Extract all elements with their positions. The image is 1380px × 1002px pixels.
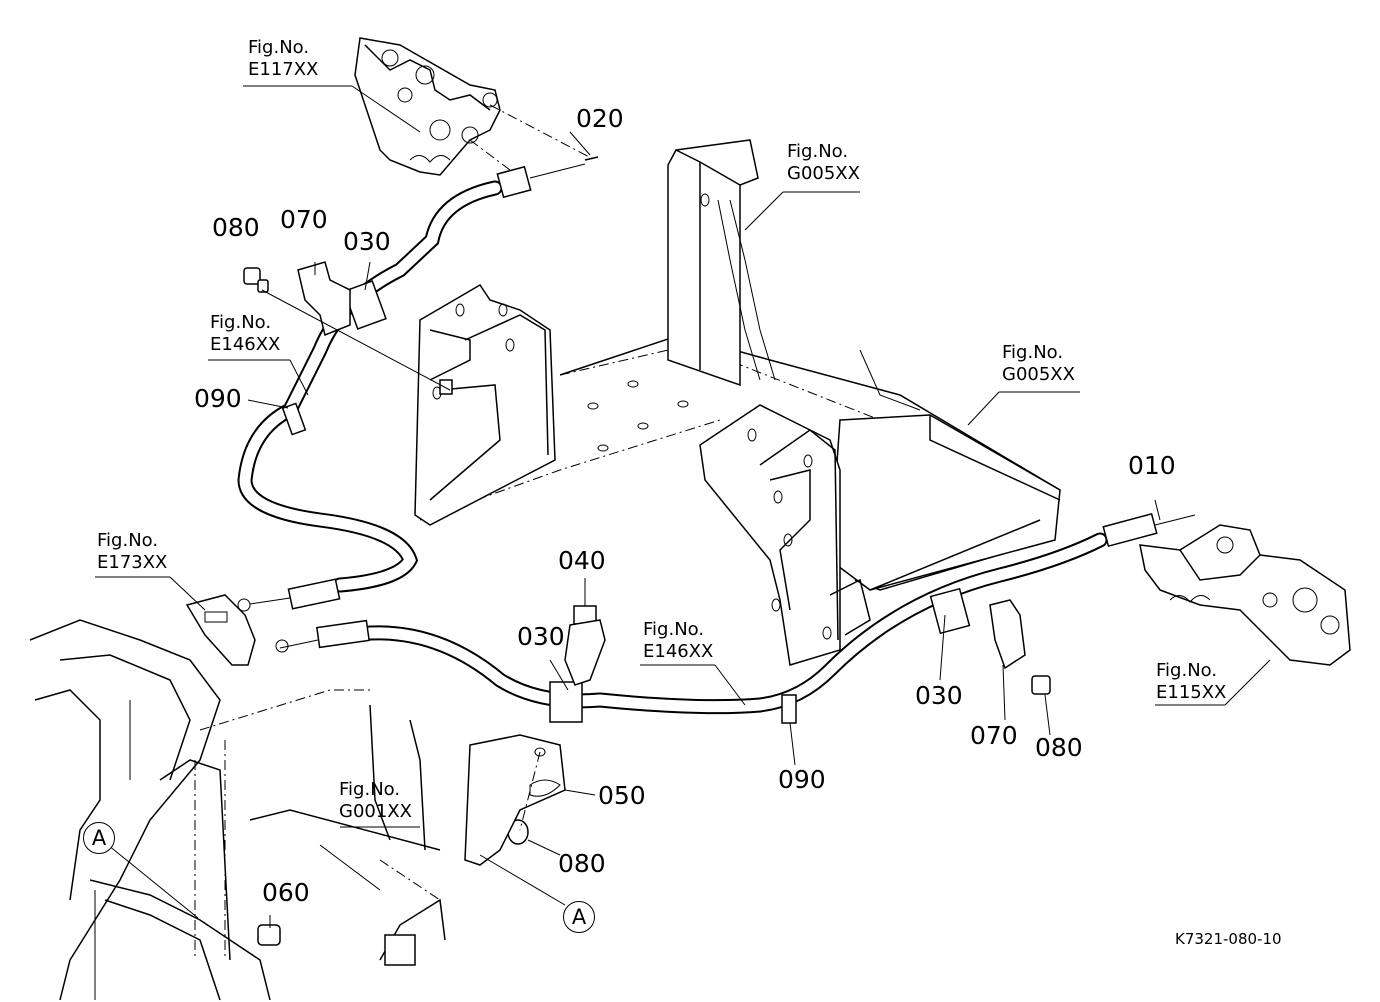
fig-ref-prefix: Fig.No.	[787, 141, 849, 162]
fig-ref-prefix: Fig.No.	[339, 779, 401, 800]
fig-ref-prefix: Fig.No.	[248, 37, 310, 58]
fig-ref-e115[interactable]: Fig.No. E115XX	[1156, 660, 1226, 704]
part-label-080-right: 080	[1035, 733, 1083, 762]
callout-a-bottom: A	[563, 901, 595, 933]
fig-ref-code: E146XX	[643, 641, 714, 662]
fig-ref-e117[interactable]: Fig.No. E117XX	[248, 37, 318, 81]
fig-ref-code: E173XX	[97, 552, 168, 573]
part-label-030-left: 030	[343, 227, 391, 256]
drawing-code: K7321-080-10	[1175, 930, 1282, 948]
leader-lines	[95, 85, 1271, 928]
part-label-070-right: 070	[970, 721, 1018, 750]
fig-ref-prefix: Fig.No.	[210, 312, 272, 333]
part-label-040: 040	[558, 546, 606, 575]
part-label-030-right: 030	[915, 681, 963, 710]
chassis-frame	[414, 139, 1061, 666]
part-label-030-mid: 030	[517, 622, 565, 651]
part-label-010: 010	[1128, 451, 1176, 480]
clip-040	[564, 605, 606, 686]
fig-ref-prefix: Fig.No.	[643, 619, 705, 640]
brake-cable-left	[237, 156, 599, 610]
bracket-050	[464, 734, 566, 866]
part-label-080-mid: 080	[558, 849, 606, 878]
fig-ref-g005-top[interactable]: Fig.No. G005XX	[787, 141, 860, 185]
fig-ref-g005-right[interactable]: Fig.No. G005XX	[1002, 342, 1075, 386]
part-label-070-left: 070	[280, 205, 328, 234]
bracket-e173	[185, 594, 289, 666]
fig-ref-code: G005XX	[1002, 364, 1075, 385]
bracket-070	[297, 261, 1026, 670]
fig-ref-code: E115XX	[1156, 682, 1227, 703]
fig-ref-code: G001XX	[339, 801, 412, 822]
fig-ref-code: G005XX	[787, 163, 860, 184]
fig-ref-g001[interactable]: Fig.No. G001XX	[339, 779, 412, 823]
brake-caliper-lower-right	[1139, 524, 1351, 666]
fig-ref-e173[interactable]: Fig.No. E173XX	[97, 530, 167, 574]
part-label-080-left: 080	[212, 213, 260, 242]
part-label-060: 060	[262, 878, 310, 907]
fig-ref-code: E146XX	[210, 334, 281, 355]
fig-ref-prefix: Fig.No.	[1002, 342, 1064, 363]
part-label-020: 020	[576, 104, 624, 133]
part-label-050: 050	[598, 781, 646, 810]
frame-lower-left	[29, 619, 446, 1001]
cable-clamps	[281, 280, 971, 724]
fig-ref-prefix: Fig.No.	[1156, 660, 1218, 681]
part-label-090-right: 090	[778, 765, 826, 794]
callout-a-left: A	[83, 822, 115, 854]
brake-cable-right	[279, 512, 1196, 715]
brake-caliper-upper	[354, 37, 596, 186]
fig-ref-e146-left[interactable]: Fig.No. E146XX	[210, 312, 280, 356]
fig-ref-code: E117XX	[248, 59, 319, 80]
fig-ref-e146-mid[interactable]: Fig.No. E146XX	[643, 619, 713, 663]
part-label-090-left: 090	[194, 384, 242, 413]
fig-ref-prefix: Fig.No.	[97, 530, 159, 551]
